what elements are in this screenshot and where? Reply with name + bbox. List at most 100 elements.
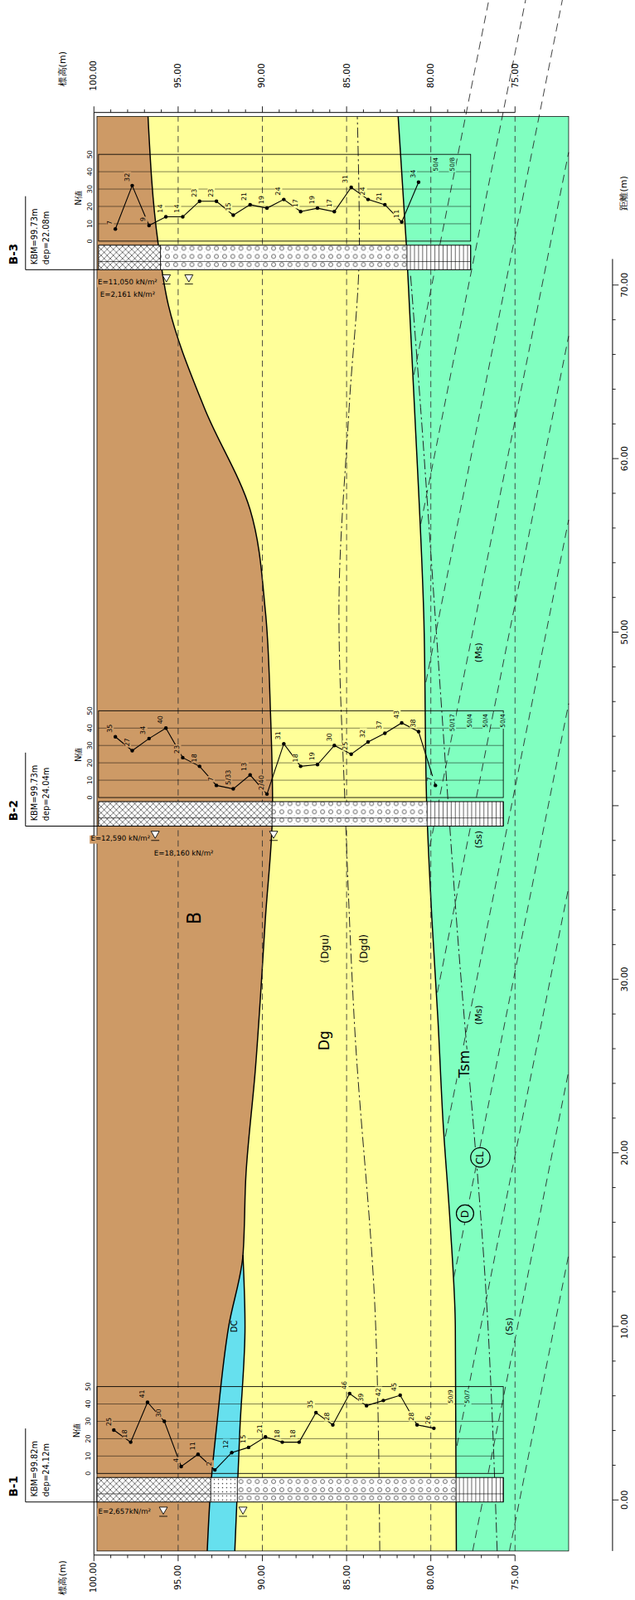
elevation-value: 75.00 — [510, 62, 521, 89]
n-value-point — [364, 1403, 369, 1407]
column-divider — [98, 817, 504, 819]
elevation-value: 80.00 — [426, 62, 437, 89]
ruler-tick — [612, 1221, 616, 1223]
elevation-value: 75.00 — [510, 1564, 521, 1591]
n-value: 24 — [275, 185, 283, 197]
n-value-point — [229, 1450, 233, 1455]
n-value: 40 — [157, 714, 165, 726]
n-value: 37 — [376, 719, 384, 731]
borehole-depth: dep=24.12m — [42, 1442, 52, 1498]
ruler-tick — [245, 1555, 247, 1559]
n-value: 19 — [308, 194, 316, 206]
n-value-point — [314, 1410, 318, 1415]
n-value: 9 — [140, 216, 148, 223]
soil-symbol — [407, 245, 471, 271]
water-level-mark — [150, 831, 160, 839]
n-value: 30 — [325, 731, 334, 743]
n-value: 12 — [222, 1439, 231, 1450]
refusal-value: 50/7 — [464, 1388, 471, 1405]
distance-value: 30.00 — [620, 965, 631, 993]
ruler-tick — [312, 109, 314, 113]
ruler-tick — [612, 1152, 619, 1154]
ruler-tick — [514, 1555, 516, 1561]
ruler-tick — [363, 1555, 364, 1559]
n-value-point — [248, 773, 253, 777]
ruler-tick — [612, 1082, 616, 1084]
borehole-depth: dep=24.04m — [42, 765, 52, 822]
borehole-outline — [98, 245, 471, 271]
n-value: 31 — [275, 730, 283, 742]
layer-name: B — [184, 911, 204, 926]
ruler-tick — [612, 388, 616, 390]
ruler-tick — [261, 1555, 263, 1561]
n-value-grid — [98, 154, 471, 242]
n-value-point — [297, 1439, 301, 1444]
ruler-tick — [612, 493, 616, 495]
n-value-title: N値 — [74, 189, 84, 207]
grid-line — [98, 745, 504, 747]
n-value: 23 — [190, 187, 199, 199]
ruler-tick — [397, 1555, 398, 1559]
borehole-column — [98, 245, 471, 271]
water-level-mark — [162, 274, 171, 282]
ruler-tick — [612, 353, 616, 355]
n-value-point — [179, 1464, 183, 1469]
ruler-tick — [612, 423, 616, 425]
layer-name: DC — [231, 1318, 241, 1334]
elevation-value: 100.00 — [89, 59, 100, 93]
n-scale: 0 — [85, 1470, 93, 1478]
n-value: 18 — [121, 1428, 130, 1440]
axis-title: 標高(m) — [58, 1559, 68, 1596]
ruler-tick — [612, 1117, 616, 1119]
n-value-point — [332, 209, 336, 214]
water-level-mark — [184, 274, 194, 282]
grid-line — [96, 1420, 504, 1422]
n-value-curve — [113, 1393, 434, 1470]
ruler-tick — [177, 106, 179, 112]
n-value: 32 — [123, 172, 131, 184]
ruler-tick — [329, 1555, 330, 1559]
grid-line — [98, 189, 471, 190]
n-value-point — [214, 198, 219, 203]
n-value-point — [315, 206, 320, 210]
layer-boundary — [397, 116, 456, 1552]
ruler-tick — [177, 1555, 179, 1561]
n-value-point — [416, 179, 421, 184]
ruler-tick — [227, 1555, 229, 1559]
n-value-point — [281, 197, 286, 201]
ruler-tick — [346, 1555, 348, 1561]
elevation-value: 80.00 — [426, 1564, 437, 1591]
layer-name: (Ms) — [475, 641, 485, 664]
n-value: 30 — [155, 1407, 164, 1419]
n-value-point — [248, 203, 253, 207]
ruler-tick — [430, 106, 432, 112]
ruler-tick — [612, 1464, 616, 1466]
n-scale: 10 — [87, 775, 95, 786]
n-value: 26 — [425, 1415, 433, 1426]
ruler-tick — [612, 804, 619, 806]
n-value-title: N値 — [72, 1422, 83, 1440]
refusal-value: 50/17 — [448, 712, 456, 733]
n-value-point — [349, 185, 353, 190]
distance-value: 0.00 — [620, 1488, 631, 1511]
n-scale: 20 — [87, 757, 95, 769]
n-scale: 0 — [87, 794, 95, 801]
structure-line — [437, 335, 569, 993]
distance-value: 10.00 — [620, 1313, 631, 1340]
n-value: 19 — [308, 751, 316, 762]
refusal-value: 50/8 — [448, 156, 456, 173]
borehole-name: B-2 — [8, 799, 21, 823]
n-value: 25 — [342, 740, 350, 752]
elevation-value: 90.00 — [257, 62, 268, 89]
grid-line — [98, 222, 471, 224]
symbol-letter: CL — [474, 1151, 486, 1164]
ruler-tick — [144, 109, 146, 113]
layer-name: (Ss) — [475, 829, 485, 850]
circle-outline — [470, 1148, 490, 1168]
n-value: 19 — [257, 194, 266, 206]
grid-line — [96, 1438, 504, 1440]
ruler-tick — [379, 1555, 381, 1559]
n-value: 21 — [376, 191, 384, 203]
ruler-tick — [110, 109, 112, 113]
ruler-tick — [612, 1013, 616, 1015]
